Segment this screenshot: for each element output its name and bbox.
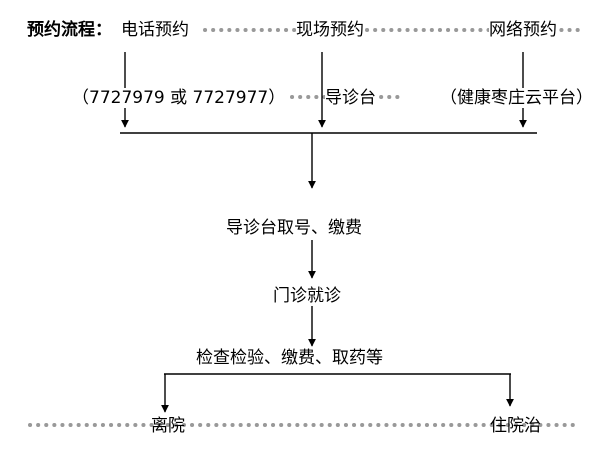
online-booking-label: 网络预约 [489, 20, 557, 40]
hospitalization-outcome: 住院治 [490, 416, 541, 436]
phone-booking-label: 电话预约 [121, 20, 189, 40]
exam-payment-medicine-step: 检查检验、缴费、取药等 [196, 348, 383, 368]
onsite-booking-label: 现场预约 [296, 20, 364, 40]
leave-hospital-outcome: 离院 [151, 416, 185, 436]
outpatient-visit-step: 门诊就诊 [273, 286, 341, 306]
ticket-payment-step: 导诊台取号、缴费 [226, 218, 362, 238]
online-platform-label: （健康枣庄云平台） [440, 88, 593, 108]
guide-desk-label: 导诊台 [325, 88, 376, 108]
flow-title-label: 预约流程： [27, 20, 112, 40]
phone-number-label: （7727979 或 7727977） [72, 88, 286, 108]
